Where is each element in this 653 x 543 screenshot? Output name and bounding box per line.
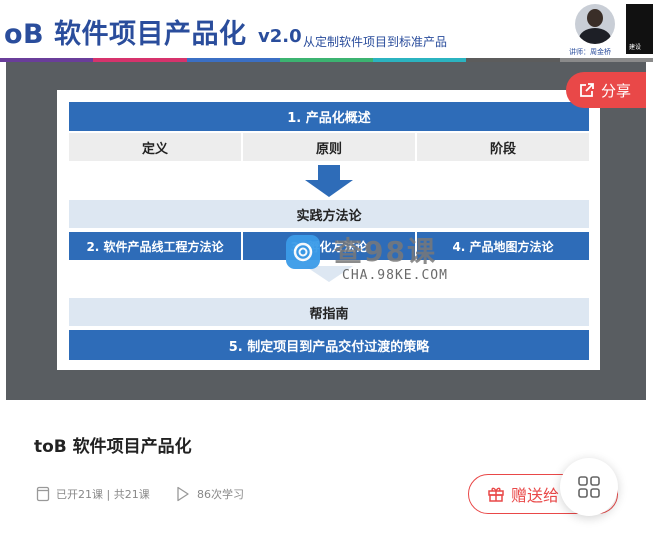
banner-version: v2.0	[258, 26, 302, 47]
slide-diagram: 1. 产品化概述 定义 原则 阶段 实践方法论 2. 软件产品线工程方法论 3.…	[57, 90, 600, 370]
watermark-text: 查98课	[334, 235, 437, 268]
lessons-icon	[36, 486, 50, 502]
section-overview: 1. 产品化概述	[69, 102, 589, 131]
watermark-url: CHA.98KE.COM	[342, 268, 448, 283]
watermark: 查98课 CHA.98KE.COM	[286, 232, 456, 288]
strip-segment	[93, 58, 187, 62]
course-banner: oB 软件项目产品化 v2.0 从定制软件项目到标准产品 讲师：周金桥 建设	[0, 0, 653, 62]
guide-header: 帮指南	[69, 298, 589, 326]
grid-icon	[578, 476, 600, 498]
method-product-line: 2. 软件产品线工程方法论	[69, 232, 241, 260]
color-strip	[0, 58, 653, 62]
strip-segment	[186, 58, 280, 62]
watermark-logo-icon	[286, 235, 320, 269]
strip-segment	[373, 58, 467, 62]
grid-menu-button[interactable]	[560, 458, 618, 516]
book-cover: 建设	[626, 4, 653, 54]
share-button[interactable]: 分享	[566, 72, 646, 108]
view-count-text: 86次学习	[197, 488, 244, 501]
strip-segment	[0, 58, 94, 62]
method-product-map: 4. 产品地图方法论	[417, 232, 589, 260]
book-text: 建设	[629, 44, 642, 51]
practice-header: 实践方法论	[69, 200, 589, 228]
cell-definition: 定义	[69, 133, 241, 161]
strip-segment	[559, 58, 653, 62]
cell-principle: 原则	[243, 133, 415, 161]
strip-segment	[279, 58, 374, 62]
cell-stage: 阶段	[417, 133, 589, 161]
course-title: toB 软件项目产品化	[34, 437, 192, 457]
view-count: 86次学习	[176, 486, 244, 502]
strip-segment	[466, 58, 560, 62]
share-icon	[580, 82, 594, 97]
banner-title: oB 软件项目产品化	[4, 19, 247, 50]
banner-subtitle: 从定制软件项目到标准产品	[303, 35, 448, 49]
lecturer-name: 讲师：周金桥	[569, 48, 611, 56]
gift-icon	[488, 487, 504, 502]
share-label: 分享	[601, 81, 632, 100]
lesson-count: 已开21课 | 共21课	[36, 486, 150, 502]
gift-label: 赠送给	[511, 486, 560, 505]
lecturer-avatar	[575, 4, 615, 44]
lesson-count-text: 已开21课 | 共21课	[56, 488, 150, 501]
section-strategy: 5. 制定项目到产品交付过渡的策略	[69, 330, 589, 360]
play-icon	[177, 486, 189, 502]
